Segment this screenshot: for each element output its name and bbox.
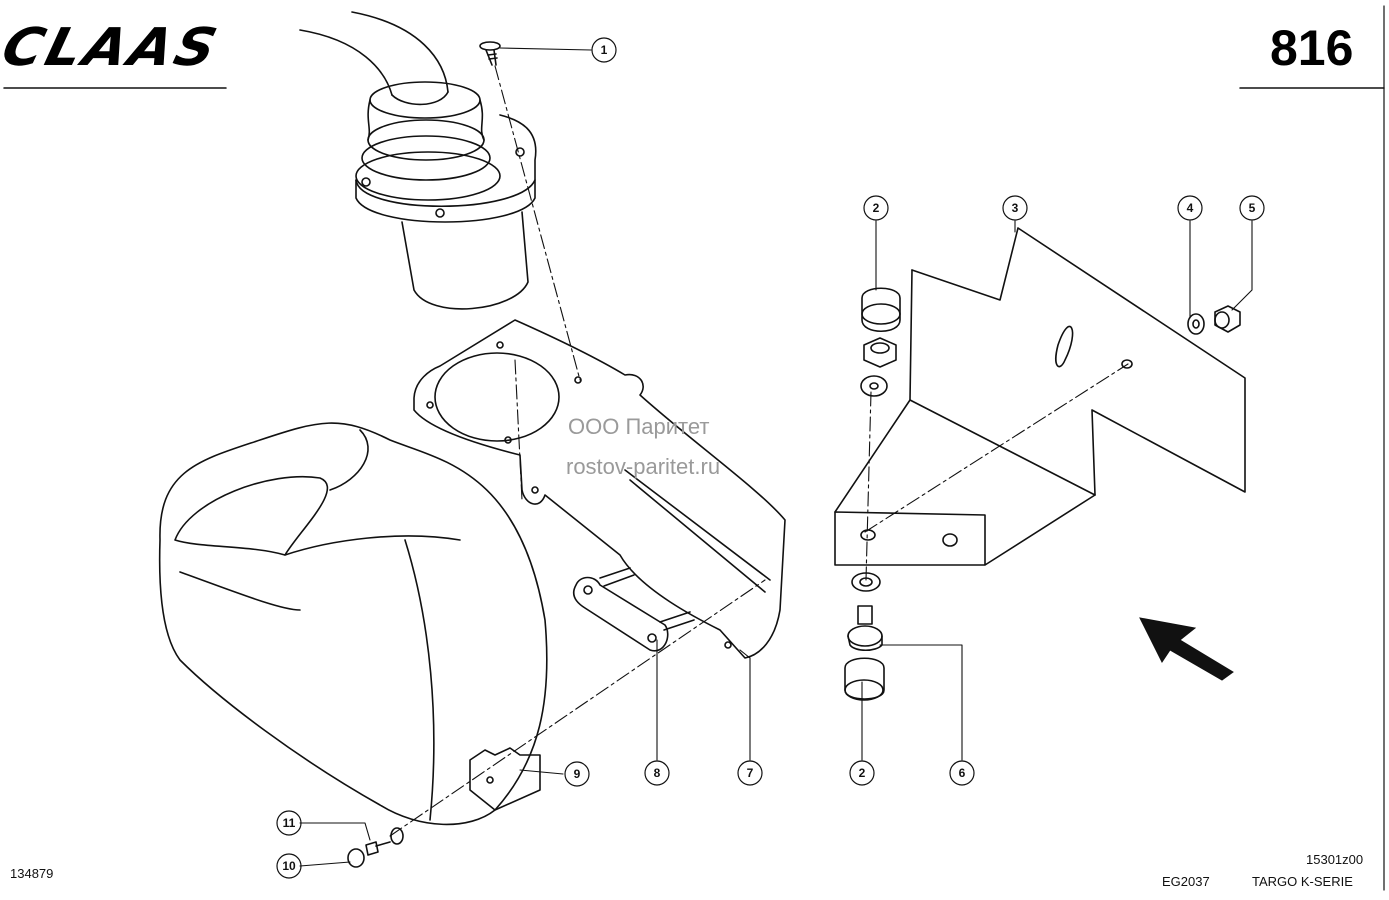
view-direction-arrow [1139, 617, 1234, 681]
callout-9: 9 [574, 767, 581, 781]
reference-code: 15301z00 [1306, 852, 1364, 867]
callout-3: 3 [1012, 201, 1019, 215]
page-number: 816 [1270, 20, 1354, 76]
callout-5: 5 [1249, 201, 1256, 215]
callout-1: 1 [601, 43, 608, 57]
angle-bracket-part-3 [834, 227, 1246, 566]
hose-part [299, 11, 537, 310]
bolt-part-6 [847, 605, 883, 652]
nut-top [863, 337, 897, 368]
document-code: EG2037 [1162, 874, 1210, 889]
callout-2-bottom: 2 [859, 766, 866, 780]
rubber-buffer-part-2-top [861, 287, 901, 332]
rubber-buffer-part-2-bottom [844, 657, 885, 701]
callout-10: 10 [282, 859, 296, 873]
watermark-company: ООО Паритет [568, 414, 710, 439]
callout-8: 8 [654, 766, 661, 780]
mounting-bracket-part-7 [413, 319, 786, 659]
bolt-part-11 [365, 841, 391, 856]
washer-part-4 [1187, 313, 1205, 335]
callout-circles [276, 37, 1265, 879]
washer-top [860, 375, 888, 397]
drawing-code: 134879 [10, 866, 54, 881]
screw-part-1 [479, 41, 501, 66]
callout-2-top: 2 [873, 201, 880, 215]
callout-11: 11 [283, 816, 296, 830]
leader-lines [299, 47, 1253, 867]
assembly-axes [389, 65, 1129, 837]
stud-plate-part-8 [572, 567, 695, 652]
nut-part-5 [1214, 305, 1241, 333]
callout-6: 6 [959, 766, 966, 780]
callout-7: 7 [747, 766, 754, 780]
series-name: TARGO K-SERIE [1252, 874, 1353, 889]
watermark-url: rostov-paritet.ru [566, 454, 721, 479]
washer-part-11 [390, 827, 404, 845]
callout-4: 4 [1187, 201, 1194, 215]
housing-cover-part-9 [158, 422, 548, 826]
cap-part-10 [347, 848, 365, 868]
